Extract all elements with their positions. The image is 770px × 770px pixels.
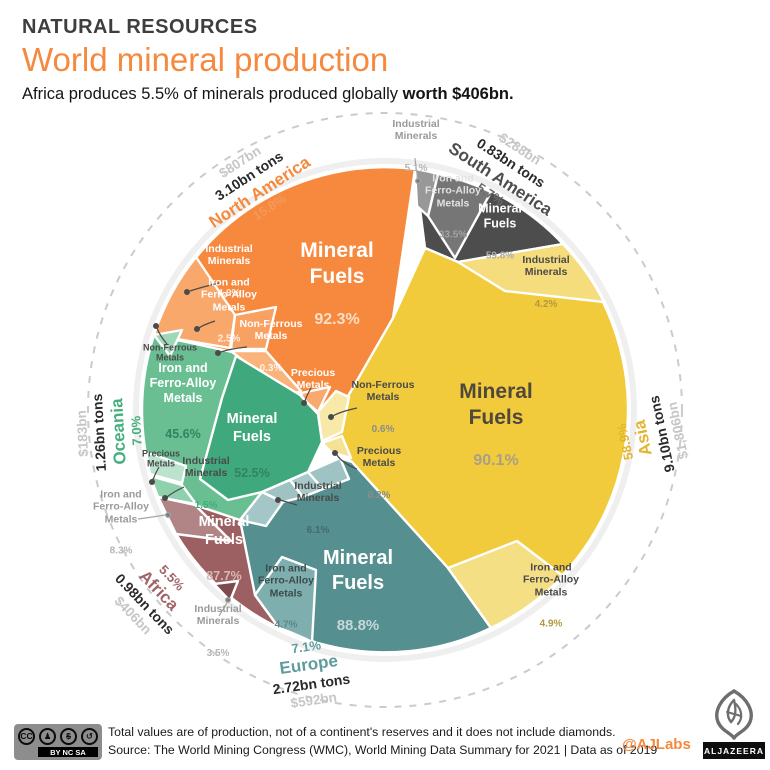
leader-europe-industrial <box>279 499 298 506</box>
ajlabs-credit: @AJLabs <box>622 736 691 753</box>
leader-asia-precious <box>336 454 358 470</box>
cc-icon-row: CC ♟ $ ↺ <box>16 726 100 746</box>
source-line: Source: The World Mining Congress (WMC),… <box>108 743 658 757</box>
cc-license-badge: CC ♟ $ ↺ BY NC SA <box>14 724 102 760</box>
cc-nc-icon: $ <box>60 727 77 745</box>
region-asia-iron-ferro-alloy <box>446 539 565 630</box>
leader-oceania-precious <box>152 466 160 481</box>
aljazeera-wordmark: ALJAZEERA <box>703 742 765 759</box>
region-europe-iron-ferro-alloy <box>253 555 318 644</box>
subtitle-text: Africa produces 5.5% of minerals produce… <box>22 85 403 103</box>
cc-icon: CC <box>18 727 35 745</box>
cc-sa-icon: ↺ <box>81 727 98 745</box>
outside-connectors <box>137 157 422 617</box>
subtitle-bold: worth $406bn. <box>402 85 514 103</box>
cc-bar-text: BY NC SA <box>50 747 86 757</box>
kicker: NATURAL RESOURCES <box>22 16 258 38</box>
footnote: Total values are of production, not of a… <box>108 725 616 739</box>
region-north-america-iron-ferro-alloy <box>229 305 278 351</box>
region-oceania-precious <box>144 450 188 485</box>
leader-na-industrial <box>189 282 220 292</box>
region-europe-industrial-minerals-cell <box>306 456 351 491</box>
page-title: World mineral production <box>22 41 389 78</box>
aljazeera-logo-icon <box>715 689 753 740</box>
connectors <box>149 282 358 506</box>
region-asia-industrial-minerals <box>456 242 606 304</box>
leader-oceania-industrial <box>166 486 185 498</box>
leader-africa-iron <box>137 514 166 520</box>
leader-africa-industrial <box>218 602 228 617</box>
leader-oceania-nonferrous <box>156 327 168 345</box>
leader-sa-industrial <box>414 157 419 179</box>
leader-na-iron <box>198 320 216 329</box>
subtitle: Africa produces 5.5% of minerals produce… <box>22 85 742 104</box>
cc-by-icon: ♟ <box>39 727 56 745</box>
region-asia-precious <box>320 434 353 460</box>
region-south-america-iron-ferro-alloy <box>426 172 493 260</box>
leader-asia-nonferrous <box>332 407 358 417</box>
outer-dashed-ring <box>87 112 683 708</box>
leader-na-nonferrous <box>220 346 248 353</box>
region-africa-industrial-minerals <box>212 579 240 603</box>
header: NATURAL RESOURCES World mineral producti… <box>22 16 742 104</box>
regions <box>140 165 630 654</box>
cc-bar-label: BY NC SA <box>38 747 98 757</box>
region-africa-iron-ferro-alloy <box>156 495 233 543</box>
